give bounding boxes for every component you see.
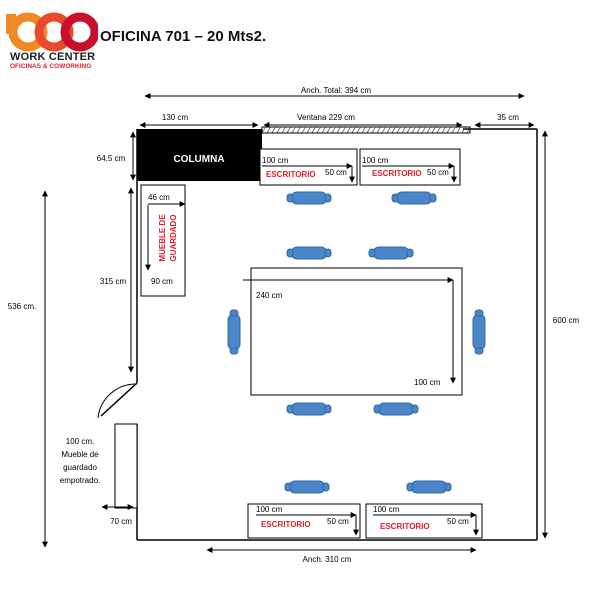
label-right-gap: 35 cm bbox=[497, 113, 519, 122]
cabinet-label-2: GUARDADO bbox=[169, 214, 178, 261]
label-height-left: 536 cm. bbox=[8, 302, 36, 311]
label-total-width: Anch. Total: 394 cm bbox=[301, 86, 371, 95]
cabinet-dim-bottom: 90 cm bbox=[151, 277, 173, 286]
desk-label: ESCRITORIO bbox=[380, 522, 430, 531]
desk-label: ESCRITORIO bbox=[261, 520, 311, 529]
desk-width: 100 cm bbox=[373, 505, 400, 514]
work-center-logo bbox=[6, 8, 100, 68]
desk-depth: 50 cm bbox=[325, 168, 347, 177]
desk-label: ESCRITORIO bbox=[266, 170, 316, 179]
table-width: 100 cm bbox=[414, 378, 441, 387]
chair bbox=[284, 480, 330, 494]
desk-top-right: 100 cm ESCRITORIO 50 cm bbox=[359, 148, 461, 186]
label-bottom-width: Anch. 310 cm bbox=[303, 555, 352, 564]
chair bbox=[286, 402, 332, 416]
desk-bottom-right: 100 cm ESCRITORIO 50 cm bbox=[365, 503, 483, 539]
built-in-note-4: empotrado. bbox=[60, 476, 100, 485]
chair bbox=[286, 246, 332, 260]
desk-label: ESCRITORIO bbox=[372, 169, 422, 178]
built-in-note-1: 100 cm. bbox=[66, 437, 94, 446]
brand-tagline: OFICINAS & COWORKING bbox=[10, 63, 92, 70]
chair bbox=[472, 309, 486, 355]
built-in-cabinet bbox=[114, 423, 138, 509]
label-door: 70 cm bbox=[110, 517, 132, 526]
desk-depth: 50 cm bbox=[427, 168, 449, 177]
desk-width: 100 cm bbox=[262, 156, 289, 165]
chair bbox=[406, 480, 452, 494]
desk-depth: 50 cm bbox=[447, 517, 469, 526]
column bbox=[137, 129, 262, 181]
desk-width: 100 cm bbox=[362, 156, 389, 165]
cabinet-label-1: MUEBLE DE bbox=[158, 214, 167, 262]
label-window: Ventana 229 cm bbox=[297, 113, 355, 122]
column-label: COLUMNA bbox=[173, 154, 224, 165]
page-title: OFICINA 701 – 20 Mts2. bbox=[100, 28, 267, 45]
label-column-height: 64.5 cm bbox=[97, 154, 126, 163]
room-walls bbox=[136, 128, 538, 541]
desk-top-left: 100 cm ESCRITORIO 50 cm bbox=[259, 148, 358, 186]
meeting-table: 240 cm 100 cm bbox=[243, 267, 463, 396]
chair bbox=[391, 191, 437, 205]
label-cabinet-height: 315 cm bbox=[100, 277, 127, 286]
built-in-note-2: Mueble de bbox=[61, 450, 99, 459]
desk-bottom-left: 100 cm ESCRITORIO 50 cm bbox=[247, 503, 361, 539]
label-height-right: 600 cm bbox=[553, 316, 580, 325]
brand-name: WORK CENTER bbox=[10, 51, 96, 63]
desk-width: 100 cm bbox=[256, 505, 283, 514]
chair bbox=[368, 246, 414, 260]
door bbox=[97, 382, 138, 419]
table-length: 240 cm bbox=[256, 291, 283, 300]
chair bbox=[227, 309, 241, 355]
desk-depth: 50 cm bbox=[327, 517, 349, 526]
chair bbox=[373, 402, 419, 416]
label-column-width: 130 cm bbox=[162, 113, 189, 122]
built-in-note-3: guardado bbox=[63, 463, 97, 472]
cabinet-dim-top: 46 cm bbox=[148, 193, 170, 202]
window bbox=[261, 126, 471, 134]
chair bbox=[286, 191, 332, 205]
